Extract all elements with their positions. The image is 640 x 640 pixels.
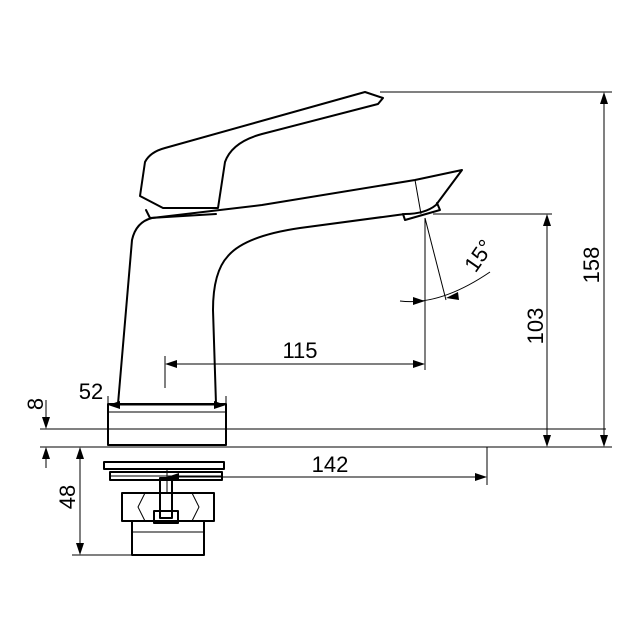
deck [40,428,606,448]
arrowhead-103-top [543,214,551,226]
angle-arc [399,271,491,303]
label-115: 115 [282,338,317,363]
arrowhead-158-bottom [600,435,608,447]
arrowhead-142-left [167,473,179,481]
nut-flats [137,492,200,522]
arrowhead-142-right [475,473,487,481]
label-103: 103 [523,308,548,345]
handle-joint [145,209,217,219]
dim-shank-length: 48 [55,447,132,556]
handle-lever [139,91,384,209]
body-outline [117,169,463,405]
arrowhead-158-top [600,92,608,104]
arrowhead-115-left [165,360,177,368]
dim-base-thickness: 8 [23,398,50,468]
arrowhead-103-bottom [543,435,551,447]
stud-nut [153,510,179,524]
label-8: 8 [23,398,48,410]
label-158: 158 [579,247,604,284]
dim-spout-height: 103 [433,213,552,447]
mounting-kit [103,461,225,556]
label-52: 52 [79,379,103,404]
threaded-shank [131,520,205,556]
dim-overall-height: 158 [380,91,612,448]
arrowhead-115-right [413,360,425,368]
base-flange [107,403,227,446]
spout-outlet [402,202,441,221]
arrowhead-48-top [76,447,84,459]
label-142: 142 [312,452,349,477]
dim-reach-outlet: 115 [164,218,426,388]
label-48: 48 [55,485,80,509]
dim-base-diameter: 52 [79,379,227,412]
faucet-body [107,91,463,446]
washer-upper [103,461,225,470]
arrowhead-52-left [108,401,120,409]
arrowhead-8-bottom [42,447,50,459]
dim-outlet-angle: 15° [399,217,499,312]
arrowhead-48-bottom [76,543,84,555]
label-15-degrees: 15° [459,235,499,277]
spout-tip-line [414,179,422,215]
fixing-stud [159,477,173,519]
arrowhead-8-top [42,417,50,429]
arrowhead-angle-left [413,297,425,305]
angle-leg-inclined [424,217,447,301]
arrowhead-angle-right [446,292,459,300]
dim-reach-deck: 142 [166,447,488,492]
mounting-nut [121,492,215,522]
arrowhead-52-right [214,401,226,409]
